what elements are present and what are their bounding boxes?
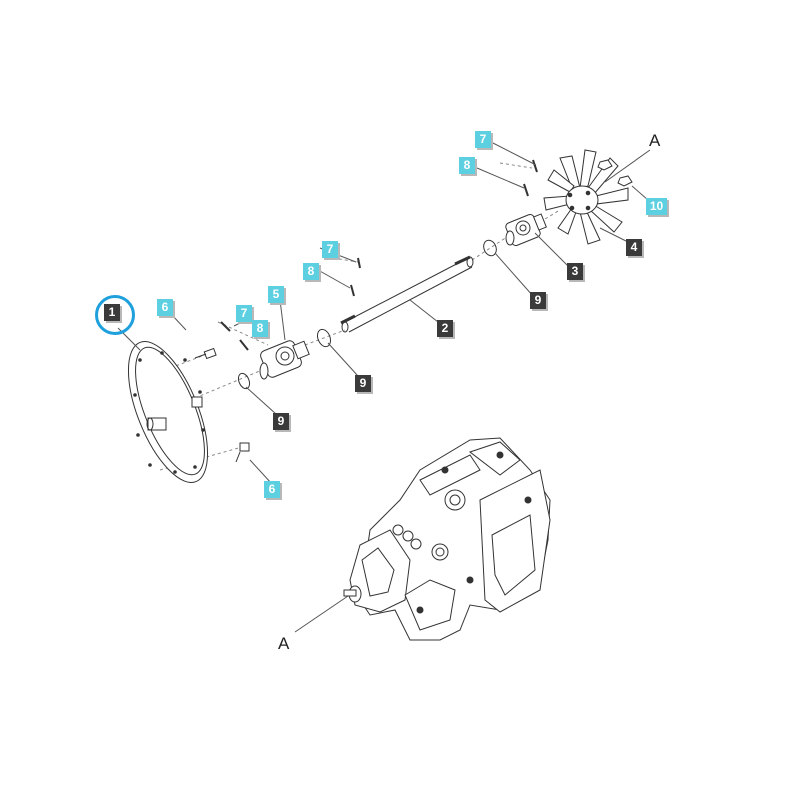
callout-part-9-left[interactable]: 9 <box>273 413 289 430</box>
part-4-fan <box>543 149 629 245</box>
callout-part-7-mid[interactable]: 7 <box>322 241 338 258</box>
callout-part-7-left[interactable]: 7 <box>236 305 252 322</box>
part-6-bolts <box>194 347 250 463</box>
ref-letter-a-bottom: A <box>278 634 290 653</box>
pins-left <box>220 321 249 351</box>
callout-part-10[interactable]: 10 <box>646 198 667 215</box>
part-1-coupling-plate <box>127 341 209 483</box>
assembly-axis-lines <box>159 162 561 471</box>
callout-part-4[interactable]: 4 <box>626 239 642 256</box>
callout-part-9-right[interactable]: 9 <box>530 292 546 309</box>
callout-part-7-top[interactable]: 7 <box>475 131 491 148</box>
ref-letter-a-top: A <box>649 131 661 150</box>
pins-top <box>523 159 538 197</box>
callout-part-6-bottom[interactable]: 6 <box>264 481 280 498</box>
pins-middle <box>350 257 361 297</box>
callout-part-8-top[interactable]: 8 <box>459 157 475 174</box>
leader-lines <box>117 140 651 633</box>
callout-part-2[interactable]: 2 <box>437 320 453 337</box>
callout-part-9-mid[interactable]: 9 <box>355 375 371 392</box>
part-5-u-joint <box>259 340 310 380</box>
callout-part-3[interactable]: 3 <box>567 263 583 280</box>
part-2-shaft <box>340 255 474 333</box>
part-3-yoke <box>505 213 547 247</box>
transmission-housing <box>343 437 551 641</box>
callout-part-6-top[interactable]: 6 <box>157 299 173 316</box>
callout-part-5[interactable]: 5 <box>268 286 284 303</box>
selected-part-highlight <box>95 295 135 335</box>
callout-part-1[interactable]: 1 <box>104 304 120 321</box>
callout-part-8-mid[interactable]: 8 <box>303 263 319 280</box>
part-10-nuts <box>597 159 633 187</box>
callout-part-8-left[interactable]: 8 <box>252 320 268 337</box>
